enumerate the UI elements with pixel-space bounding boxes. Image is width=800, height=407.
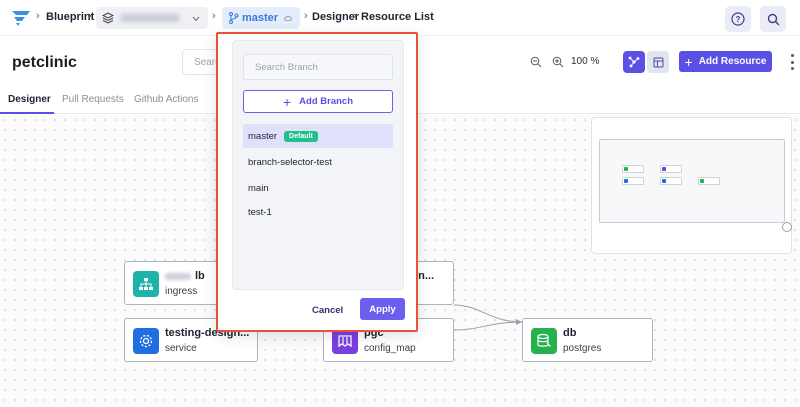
chevron-right-icon: › [304,10,308,22]
minimap-resize-handle[interactable] [782,222,792,232]
zoom-out-icon[interactable] [530,56,542,68]
cancel-button[interactable]: Cancel [312,305,344,316]
graph-view-icon [628,56,640,68]
edge-lin-db [453,304,523,323]
columns-icon [332,328,358,354]
node-title: lb [195,270,205,282]
help-button[interactable]: ? [725,6,751,32]
apply-button[interactable]: Apply [360,298,405,320]
branch-name: main [248,182,269,194]
chevron-right-icon: › [353,10,357,22]
branch-selector-label: master [242,12,279,24]
node-title: db [563,327,577,339]
node-name-redacted [165,272,191,280]
edge-arrowhead [516,319,522,325]
branch-selector[interactable]: master [222,7,300,29]
search-button[interactable] [760,6,786,32]
plus-icon: + [282,93,292,110]
chevron-right-icon: › [212,10,216,22]
branch-name: master [248,130,278,142]
zoom-level: 100 % [571,56,600,67]
node-subtitle: config_map [364,343,416,354]
top-bar: › Blueprint › › master › Designer › Reso… [0,0,800,36]
add-branch-button[interactable]: + Add Branch [243,90,393,113]
project-name-redacted [120,14,180,22]
node-subtitle: ingress [165,286,198,297]
resource-node-db[interactable]: db postgres [522,318,653,362]
branch-search-input[interactable] [243,54,393,80]
database-icon [531,328,557,354]
resource-search-placeholder: Searc [194,57,221,68]
search-icon [767,13,779,25]
breadcrumb-blueprint[interactable]: Blueprint [46,11,95,23]
chevron-right-icon: › [88,10,92,22]
network-icon [133,271,159,297]
branch-item-test-1[interactable]: test-1 [243,200,393,224]
branch-name: test-1 [248,206,272,218]
project-selector[interactable] [96,7,208,29]
help-icon: ? [731,12,745,26]
tab-pull-requests[interactable]: Pull Requests [62,94,124,105]
chevron-right-icon: › [36,10,40,22]
node-subtitle: service [165,343,197,354]
table-view-toggle[interactable] [647,51,669,73]
branch-dropdown: + Add Branch master Default branch-selec… [216,32,418,332]
minimap[interactable] [591,117,792,254]
layers-icon [102,12,114,24]
minimap-viewport[interactable] [599,139,785,223]
default-badge: Default [284,130,318,142]
branch-name: branch-selector-test [248,156,332,168]
plus-icon: + [684,53,693,70]
more-options-icon[interactable] [791,54,794,70]
resource-search-input[interactable]: Searc [182,49,222,75]
branch-item-master[interactable]: master Default [243,124,393,148]
gear-icon [133,328,159,354]
add-resource-label: Add Resource [698,56,767,67]
add-resource-button[interactable]: + Add Resource [679,51,772,72]
tab-github-actions[interactable]: Github Actions [134,94,199,105]
breadcrumb-designer[interactable]: Designer [312,11,360,23]
table-icon [653,57,663,67]
branch-dropdown-panel: + Add Branch master Default branch-selec… [232,40,404,290]
app-logo[interactable] [10,9,32,27]
tab-designer[interactable]: Designer [8,94,51,105]
graph-view-toggle[interactable] [623,51,645,73]
node-subtitle: postgres [563,343,602,354]
zoom-in-icon[interactable] [552,56,564,68]
breadcrumb-resource-list[interactable]: Resource List [361,11,434,23]
svg-text:?: ? [736,15,741,24]
page-title: petclinic [12,54,77,71]
branch-item-main[interactable]: main [243,176,393,200]
branch-item-branch-selector-test[interactable]: branch-selector-test [243,150,393,174]
add-branch-label: Add Branch [299,96,354,107]
edge-pgc-db [453,321,523,331]
chevron-down-icon [192,16,200,22]
active-tab-indicator [0,112,54,114]
git-branch-icon [229,12,239,24]
cloud-icon [284,15,292,21]
